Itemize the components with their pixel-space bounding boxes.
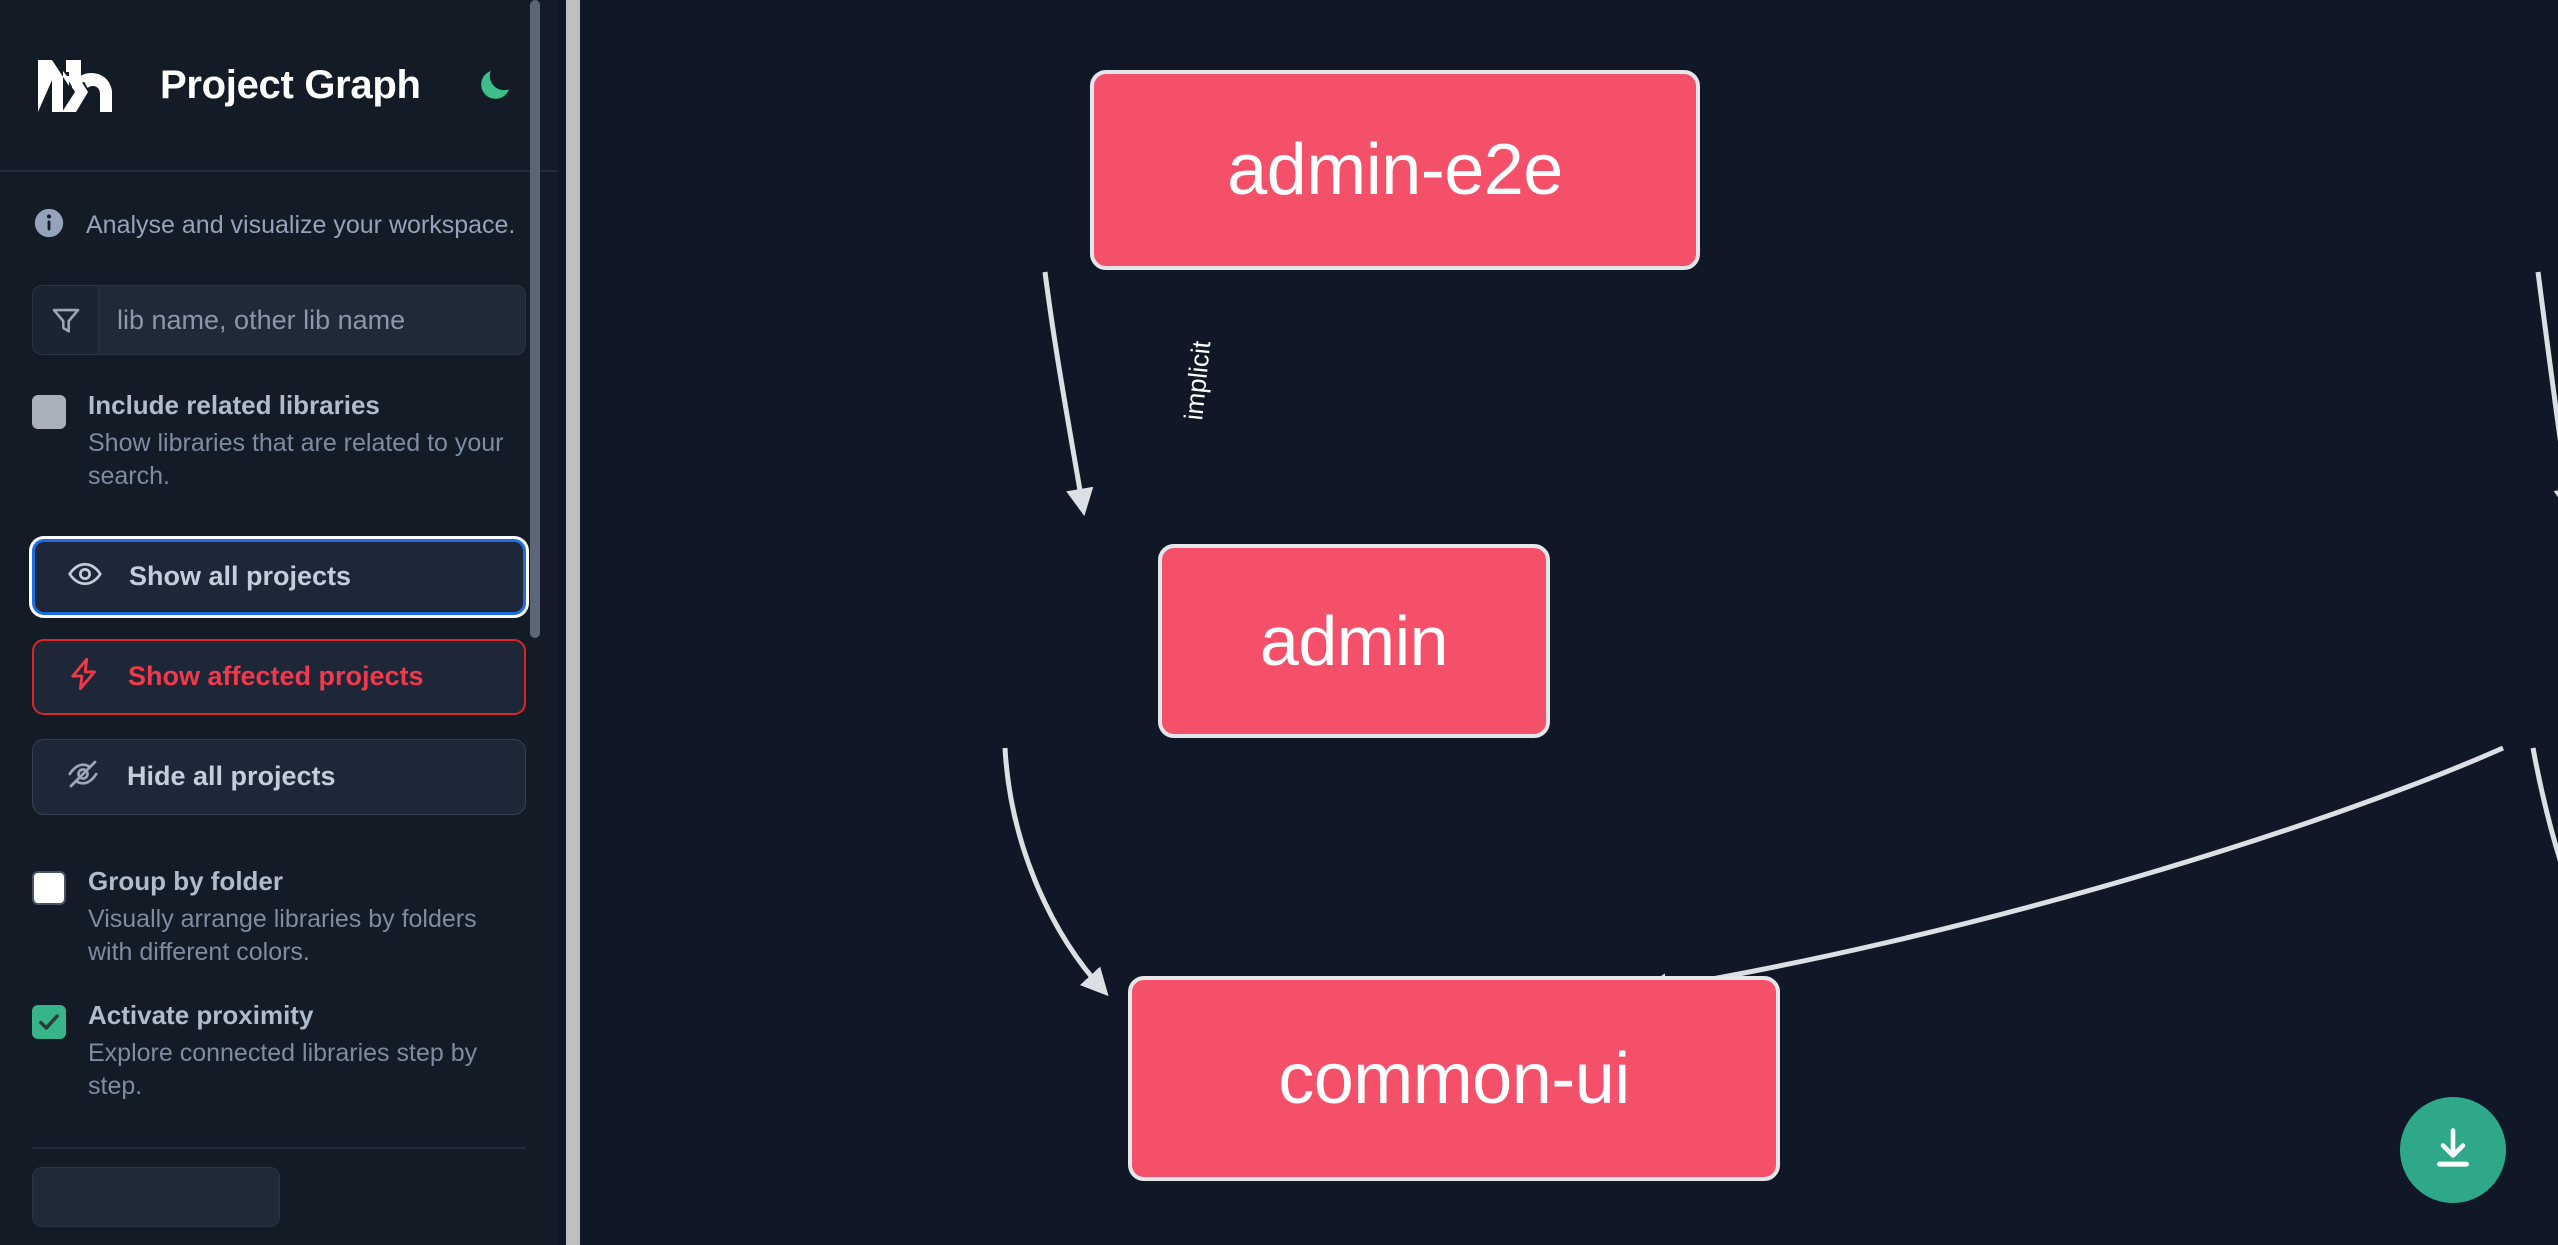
nx-logo-icon <box>34 54 130 116</box>
sidebar-partial-control[interactable] <box>32 1166 280 1227</box>
moon-icon[interactable] <box>473 63 517 107</box>
checkbox-group-by-folder[interactable]: Group by folder Visually arrange librari… <box>32 865 526 969</box>
checkbox-description: Visually arrange libraries by folders wi… <box>88 904 477 966</box>
show-all-projects-button[interactable]: Show all projects <box>32 538 526 615</box>
checkbox-description: Show libraries that are related to your … <box>88 428 504 490</box>
filter-funnel-icon[interactable] <box>33 286 99 354</box>
button-label: Show all projects <box>129 561 352 592</box>
sidebar: Project Graph Analyse and visualize your… <box>0 0 558 1245</box>
sidebar-scrollbar-thumb[interactable] <box>530 0 540 638</box>
lightning-bolt-icon <box>66 656 102 697</box>
checkbox-activate-proximity[interactable]: Activate proximity Explore connected lib… <box>32 999 526 1103</box>
edge-store-common-ui <box>1639 745 2505 1001</box>
sidebar-divider <box>32 1146 526 1149</box>
info-circle-icon <box>32 206 66 245</box>
eye-icon <box>67 556 103 597</box>
graph-node-common-ui[interactable]: common-ui <box>1128 976 1780 1181</box>
search-row <box>32 285 526 355</box>
graph-edges <box>1002 271 2558 1001</box>
checkbox-box-icon[interactable] <box>32 870 66 905</box>
node-label: admin-e2e <box>1227 130 1563 210</box>
graph-scrollbar-thumb[interactable] <box>566 0 580 1245</box>
edge-admin-common-ui <box>1002 747 1109 997</box>
graph-canvas[interactable]: admin-e2e store-e2e admin store common-u… <box>558 0 2558 1245</box>
tagline-text: Analyse and visualize your workspace. <box>86 211 516 239</box>
projects-button-group: Show all projects Show affected projects <box>32 538 526 815</box>
search-box[interactable] <box>32 285 526 355</box>
button-label: Show affected projects <box>128 661 424 692</box>
sidebar-header: Project Graph <box>0 0 558 172</box>
show-affected-projects-button[interactable]: Show affected projects <box>32 638 526 715</box>
eye-off-icon <box>65 756 101 797</box>
node-label: common-ui <box>1278 1038 1630 1119</box>
checkbox-box-icon[interactable] <box>32 395 66 429</box>
edge-store-products <box>2530 747 2558 862</box>
edge-store-e2e-store <box>2535 271 2558 517</box>
sidebar-tagline: Analyse and visualize your workspace. <box>32 172 526 269</box>
graph-node-admin[interactable]: admin <box>1158 544 1550 738</box>
download-graph-button[interactable] <box>2400 1097 2506 1203</box>
checkbox-label: Group by folder <box>88 865 283 896</box>
checkbox-include-related-libraries[interactable]: Include related libraries Show libraries… <box>32 390 526 493</box>
search-input[interactable] <box>99 286 525 354</box>
node-label: admin <box>1259 602 1449 680</box>
button-label: Hide all projects <box>127 761 336 792</box>
checkbox-description: Explore connected libraries step by step… <box>88 1038 478 1100</box>
hide-all-projects-button[interactable]: Hide all projects <box>32 738 526 815</box>
checkbox-box-icon[interactable] <box>32 1004 66 1039</box>
edge-admin-e2e-admin <box>1042 271 1094 517</box>
sidebar-body: Analyse and visualize your workspace. In… <box>0 172 558 1227</box>
checkbox-label: Include related libraries <box>88 390 380 420</box>
download-icon <box>2427 1123 2479 1178</box>
graph-node-admin-e2e[interactable]: admin-e2e <box>1090 70 1700 270</box>
page-title: Project Graph <box>160 62 421 107</box>
checkbox-label: Activate proximity <box>88 999 314 1030</box>
